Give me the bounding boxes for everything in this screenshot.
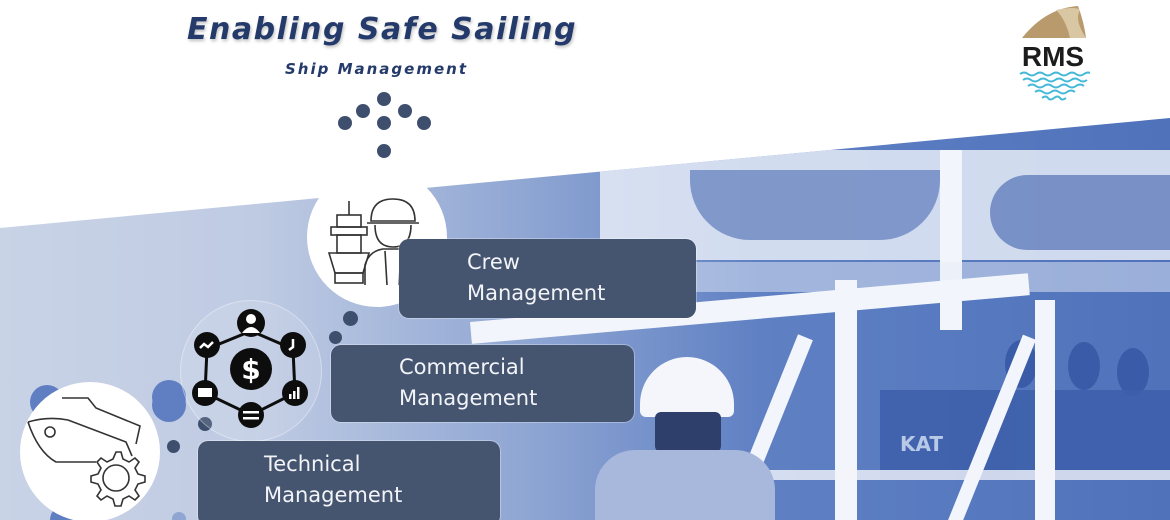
vehicle-text: KAT xyxy=(900,432,944,456)
technical-label-line2: Management xyxy=(264,483,403,507)
logo-icon: RMS xyxy=(1019,6,1090,101)
connector-dot xyxy=(167,440,180,453)
crew-label-line1: Crew xyxy=(467,250,520,274)
arrow-dot xyxy=(377,144,391,158)
connector-dot xyxy=(329,331,342,344)
rail xyxy=(600,470,1170,480)
connector-dot xyxy=(343,311,358,326)
ship-gear-icon xyxy=(27,397,146,507)
svg-text:RMS: RMS xyxy=(1022,41,1084,72)
connector-dot xyxy=(152,380,186,414)
crew-label-line2: Management xyxy=(467,281,606,305)
porthole xyxy=(1068,342,1100,390)
frame-post xyxy=(835,280,857,520)
commercial-network-dollar-icon: $ xyxy=(192,309,308,428)
frame-post xyxy=(1035,300,1055,520)
lifeboat xyxy=(690,170,940,240)
decor-dot xyxy=(172,512,186,520)
commercial-management-box[interactable]: Commercial Management xyxy=(331,345,634,422)
arrow-dot xyxy=(398,104,412,118)
commercial-label-line1: Commercial xyxy=(399,355,525,379)
porthole xyxy=(1117,348,1149,396)
lifeboat-2 xyxy=(990,175,1170,250)
commercial-label-line2: Management xyxy=(399,386,538,410)
crane-vehicle: KAT xyxy=(880,390,1170,480)
rms-logo: RMS xyxy=(1016,4,1090,104)
arrow-dot xyxy=(417,116,431,130)
technical-management-box[interactable]: Technical Management xyxy=(198,441,500,520)
technical-icon-circle xyxy=(20,382,160,520)
crew-management-box[interactable]: Crew Management xyxy=(399,239,696,318)
worker-head xyxy=(655,412,721,452)
arrow-dot xyxy=(356,104,370,118)
arrow-dot xyxy=(377,116,391,130)
technical-label-line1: Technical xyxy=(264,452,361,476)
arrow-dot xyxy=(377,92,391,106)
hard-hat xyxy=(640,357,734,417)
arrow-dot xyxy=(338,116,352,130)
page-subtitle: Ship Management xyxy=(285,60,468,78)
svg-text:$: $ xyxy=(241,353,260,386)
davit xyxy=(940,150,962,330)
worker-body xyxy=(595,450,775,520)
commercial-icon-circle: $ xyxy=(180,300,322,442)
page-title: Enabling Safe Sailing xyxy=(187,12,578,47)
